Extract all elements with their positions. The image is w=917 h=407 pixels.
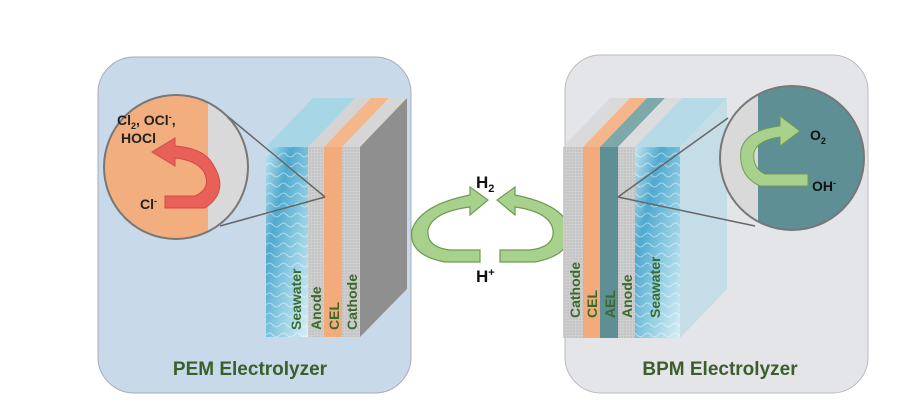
cathode-layer [342, 147, 360, 337]
right-cycle-arrow-icon [496, 185, 571, 263]
green-arrow-icon [740, 115, 809, 187]
pem-products-line2: HOCl [121, 130, 156, 146]
cel-layer [324, 147, 342, 337]
bpm-stack: Cathode CEL AEL Anode Seawater [563, 98, 727, 338]
proton-cycle: H2 H+ [411, 173, 571, 286]
pem-stack: Seawater Anode CEL Cathode [266, 98, 407, 337]
bpm-zoom-circle: O2 OH- [719, 85, 865, 231]
seawater-top [266, 98, 360, 147]
layer-label-seawater: Seawater [647, 256, 663, 318]
layer-label-anode: Anode [619, 274, 635, 318]
pem-reactant-label: Cl- [140, 196, 157, 212]
h-plus-label: H+ [476, 267, 495, 286]
pem-zoom-circle: Cl2, OCl-, HOCl Cl- [103, 94, 249, 240]
anode-layer [308, 147, 324, 337]
h2-label: H2 [476, 173, 494, 195]
layer-label-anode: Anode [308, 286, 324, 330]
left-cycle-arrow-icon [411, 185, 489, 263]
layer-label-cathode: Cathode [567, 262, 583, 318]
bpm-title: BPM Electrolyzer [642, 359, 798, 380]
bpm-panel: Cathode CEL AEL Anode Seawater O2 OH- BP… [563, 54, 869, 394]
layer-label-ael: AEL [602, 290, 618, 318]
red-arrow-icon [151, 137, 221, 209]
layer-label-cel: CEL [584, 290, 600, 318]
seawater-side [680, 98, 727, 338]
layer-label-cel: CEL [326, 302, 342, 330]
cathode-layer [563, 147, 583, 338]
pem-products-label: Cl2, OCl-, [117, 112, 176, 131]
layer-label-cathode: Cathode [344, 274, 360, 330]
bpm-reactant-label: OH- [812, 178, 836, 194]
cel-layer [583, 147, 600, 338]
cathode-side [360, 98, 407, 337]
layer-label-seawater: Seawater [288, 268, 304, 330]
pem-title: PEM Electrolyzer [173, 359, 328, 380]
pem-panel: Seawater Anode CEL Cathode Cl2, OCl-, HO… [97, 56, 412, 394]
ael-layer [600, 147, 618, 338]
bpm-product-label: O2 [810, 127, 826, 146]
